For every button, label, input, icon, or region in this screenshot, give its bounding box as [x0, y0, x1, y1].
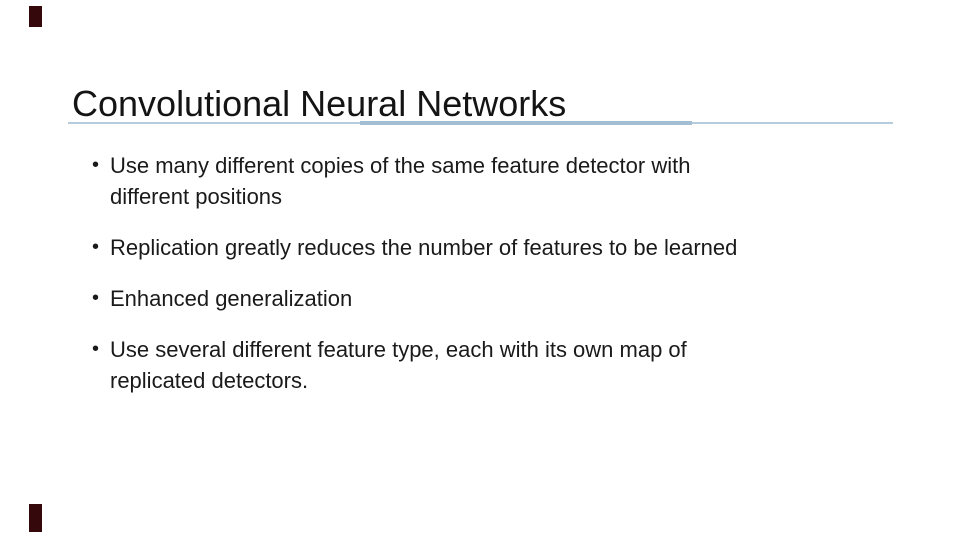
- bullet-item-1: • Use many different copies of the same …: [92, 150, 882, 212]
- slide-title: Convolutional Neural Networks: [72, 83, 567, 125]
- bullet-text: Enhanced generalization: [110, 283, 882, 314]
- bullet-item-4: • Use several different feature type, ea…: [92, 334, 882, 396]
- bullet-line: Replication greatly reduces the number o…: [110, 235, 738, 260]
- bullet-line: different positions: [110, 184, 283, 209]
- bullet-line: replicated detectors.: [110, 368, 309, 393]
- bullet-marker-icon: •: [92, 236, 100, 258]
- bullet-text: Use several different feature type, each…: [110, 334, 882, 396]
- slide-edge-mark-top-icon: [29, 6, 42, 27]
- bullet-marker-icon: •: [92, 287, 100, 309]
- bullet-text: Replication greatly reduces the number o…: [110, 232, 882, 263]
- bullet-list: • Use many different copies of the same …: [92, 150, 882, 416]
- title-divider-thick: [360, 121, 692, 125]
- slide-edge-mark-bottom-icon: [29, 504, 42, 532]
- bullet-text: Use many different copies of the same fe…: [110, 150, 882, 212]
- bullet-marker-icon: •: [92, 338, 100, 360]
- bullet-line: Use several different feature type, each…: [110, 337, 687, 362]
- bullet-marker-icon: •: [92, 154, 100, 176]
- bullet-line: Enhanced generalization: [110, 286, 353, 311]
- bullet-line: Use many different copies of the same fe…: [110, 153, 691, 178]
- bullet-item-2: • Replication greatly reduces the number…: [92, 232, 882, 263]
- bullet-item-3: • Enhanced generalization: [92, 283, 882, 314]
